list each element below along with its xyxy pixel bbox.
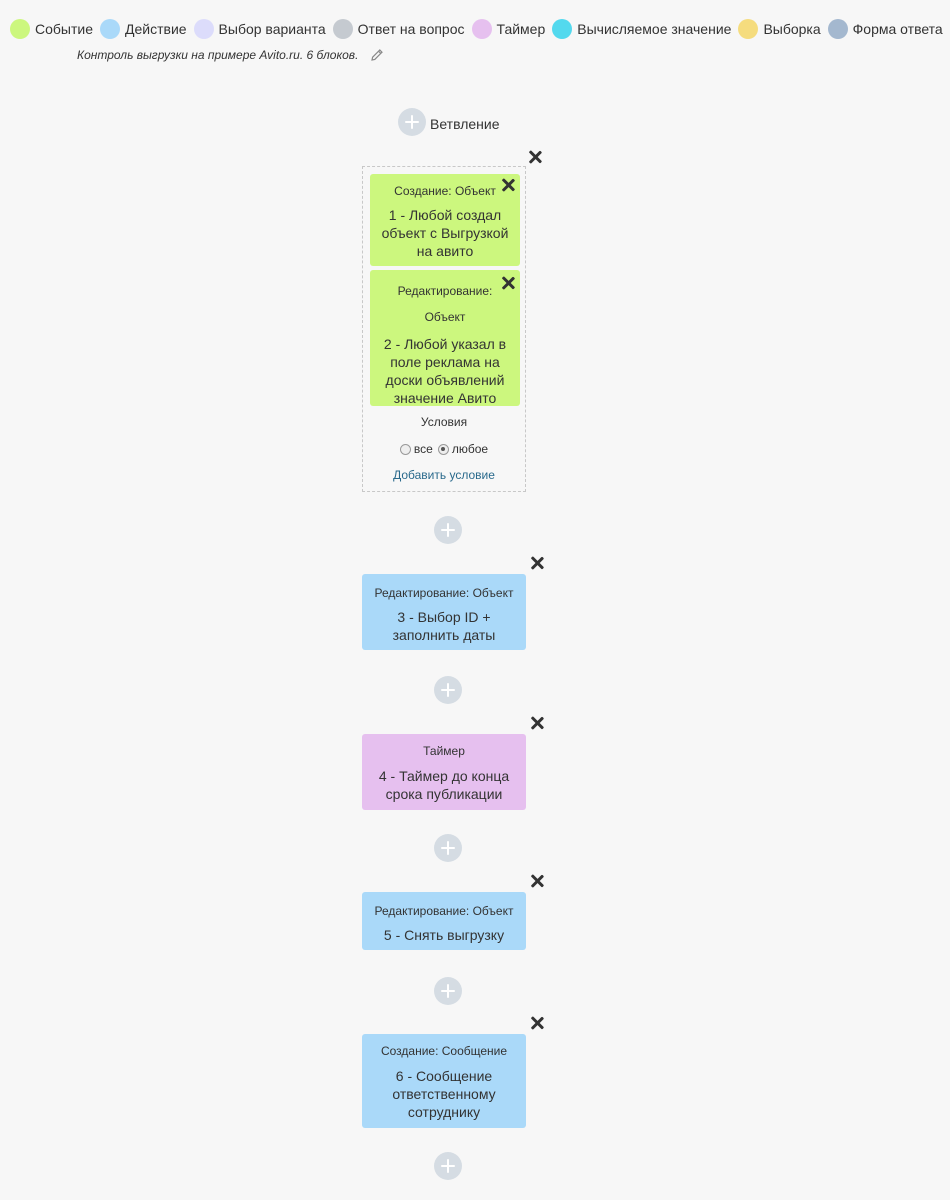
legend-label: Вычисляемое значение xyxy=(577,21,732,37)
block-type: Создание: Сообщение xyxy=(380,1044,508,1058)
add-block-button[interactable] xyxy=(434,676,462,704)
legend-dot-selection xyxy=(738,19,759,39)
block-title: 4 - Таймер до конца срока публикации xyxy=(378,768,510,802)
legend-item-action: Действие xyxy=(100,19,187,39)
legend-label: Ответ на вопрос xyxy=(357,21,465,37)
radio-all[interactable] xyxy=(399,443,411,455)
legend-label: Выборка xyxy=(763,21,821,37)
block-title: 6 - Сообщение ответственному сотруднику xyxy=(392,1068,496,1120)
legend-item-event: Событие xyxy=(10,19,93,39)
legend-item-answer: Ответ на вопрос xyxy=(332,19,465,39)
legend-dot-action xyxy=(100,19,120,39)
add-block-button[interactable] xyxy=(434,1152,462,1180)
add-block-button[interactable] xyxy=(434,834,462,862)
close-icon[interactable] xyxy=(528,150,542,164)
block-title: 3 - Выбор ID + заполнить даты xyxy=(392,609,496,643)
add-block-button[interactable] xyxy=(434,977,462,1005)
close-icon[interactable] xyxy=(530,874,544,888)
legend-label: Действие xyxy=(125,21,187,37)
close-icon[interactable] xyxy=(501,178,515,192)
legend-dot-answer xyxy=(332,19,353,39)
conditions-label: Условия xyxy=(420,415,468,429)
radio-all-label: все xyxy=(413,442,433,456)
legend-dot-choice xyxy=(193,19,214,39)
legend-dot-answer-form xyxy=(827,19,848,39)
branch-label: Ветвление xyxy=(430,116,500,132)
block-type: Таймер xyxy=(423,744,465,758)
block-2[interactable]: Редактирование: Объект 2 - Любой указал … xyxy=(370,270,520,406)
legend-dot-timer xyxy=(471,19,492,39)
event-group: Создание: Объект 1 - Любой создал объект… xyxy=(362,166,526,492)
add-block-button[interactable] xyxy=(434,516,462,544)
close-icon[interactable] xyxy=(530,716,544,730)
add-condition-link[interactable]: Добавить условие xyxy=(393,468,495,482)
block-3[interactable]: Редактирование: Объект 3 - Выбор ID + за… xyxy=(362,574,526,650)
legend-item-answer-form: Форма ответа xyxy=(827,19,943,39)
block-type: Создание: Объект xyxy=(394,184,496,198)
block-1[interactable]: Создание: Объект 1 - Любой создал объект… xyxy=(370,174,520,266)
legend-dot-event xyxy=(10,19,30,39)
process-description: Контроль выгрузки на примере Avito.ru. 6… xyxy=(77,48,384,62)
close-icon[interactable] xyxy=(530,556,544,570)
legend-dot-computed xyxy=(552,19,573,39)
close-icon[interactable] xyxy=(530,1016,544,1030)
legend-item-choice: Выбор варианта xyxy=(193,19,326,39)
block-6[interactable]: Создание: Сообщение 6 - Сообщение ответс… xyxy=(362,1034,526,1128)
block-title: 2 - Любой указал в поле реклама на доски… xyxy=(383,336,507,406)
legend-label: Событие xyxy=(35,21,93,37)
legend-item-timer: Таймер xyxy=(471,19,546,39)
close-icon[interactable] xyxy=(501,276,515,290)
radio-any[interactable] xyxy=(437,443,449,455)
legend: Событие Действие Выбор варианта Ответ на… xyxy=(10,19,950,39)
pencil-icon[interactable] xyxy=(370,48,384,62)
block-5[interactable]: Редактирование: Объект 5 - Снять выгрузк… xyxy=(362,892,526,950)
radio-any-label: любое xyxy=(451,442,489,456)
block-type: Редактирование: Объект xyxy=(374,904,514,918)
block-title: 5 - Снять выгрузку xyxy=(383,927,505,943)
block-title: 1 - Любой создал объект с Выгрузкой на а… xyxy=(381,207,509,259)
legend-label: Форма ответа xyxy=(852,21,943,37)
legend-label: Выбор варианта xyxy=(218,21,326,37)
add-branch-button[interactable] xyxy=(398,108,426,136)
condition-mode: все любое xyxy=(363,442,525,456)
block-type: Редактирование: Объект xyxy=(374,586,514,600)
legend-item-computed: Вычисляемое значение xyxy=(552,19,731,39)
block-4[interactable]: Таймер 4 - Таймер до конца срока публика… xyxy=(362,734,526,810)
block-type: Редактирование: Объект xyxy=(397,284,493,324)
legend-item-selection: Выборка xyxy=(738,19,821,39)
process-description-text: Контроль выгрузки на примере Avito.ru. 6… xyxy=(77,48,359,62)
legend-label: Таймер xyxy=(496,21,546,37)
